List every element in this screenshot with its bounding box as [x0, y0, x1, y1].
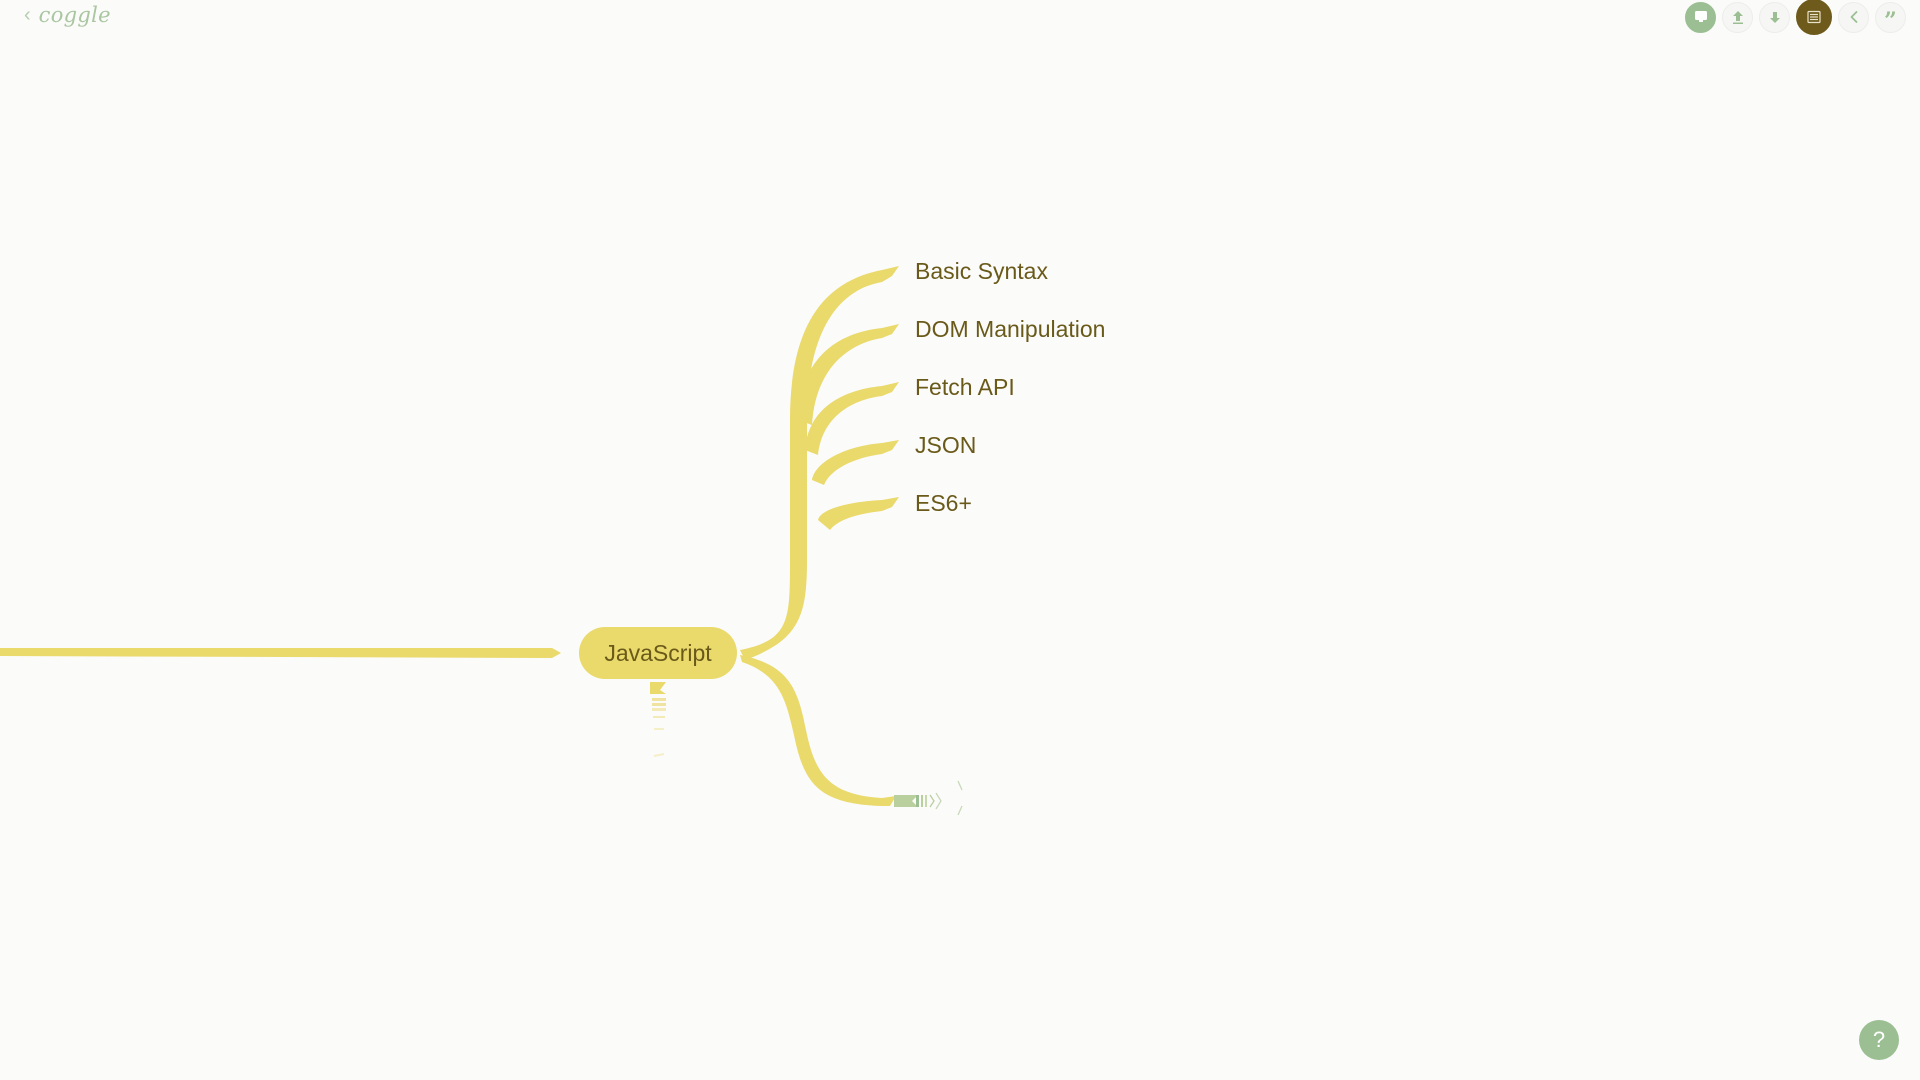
branch-collapsed [740, 655, 896, 806]
branch-fetch-api [805, 382, 899, 455]
share-button[interactable] [1838, 1, 1869, 33]
present-screen-button[interactable] [1685, 1, 1716, 33]
upload-button[interactable] [1722, 1, 1753, 33]
back-to-coggle-link[interactable]: ‹ coggle [24, 2, 111, 28]
node-dom-manipulation[interactable]: DOM Manipulation [915, 316, 1106, 342]
collapsed-node-hint [894, 780, 963, 816]
chevron-left-icon: ‹ [24, 4, 31, 26]
parent-branch [0, 648, 561, 658]
node-json[interactable]: JSON [915, 432, 977, 458]
quote-icon: ” [1884, 8, 1897, 34]
quote-button[interactable]: ” [1875, 1, 1906, 34]
node-fetch-api[interactable]: Fetch API [915, 374, 1015, 400]
upload-icon [1732, 11, 1743, 24]
menu-button[interactable] [1796, 0, 1832, 35]
root-node-javascript[interactable]: JavaScript [579, 627, 737, 679]
add-branch-hint [650, 682, 666, 757]
download-icon [1769, 12, 1780, 23]
branch-dom-manipulation [798, 324, 899, 425]
help-button[interactable]: ? [1859, 1020, 1899, 1060]
menu-list-icon [1807, 10, 1821, 24]
branch-json [812, 440, 899, 485]
node-es6[interactable]: ES6+ [915, 490, 972, 516]
present-screen-icon [1694, 11, 1707, 22]
branch-es6 [818, 497, 899, 530]
node-basic-syntax[interactable]: Basic Syntax [915, 258, 1048, 284]
child-branches [740, 266, 899, 806]
share-icon [1850, 11, 1857, 23]
coggle-logo: coggle [38, 3, 111, 27]
branch-basic-syntax [740, 266, 899, 660]
download-button[interactable] [1759, 1, 1790, 33]
top-toolbar: ” [1685, 0, 1906, 35]
